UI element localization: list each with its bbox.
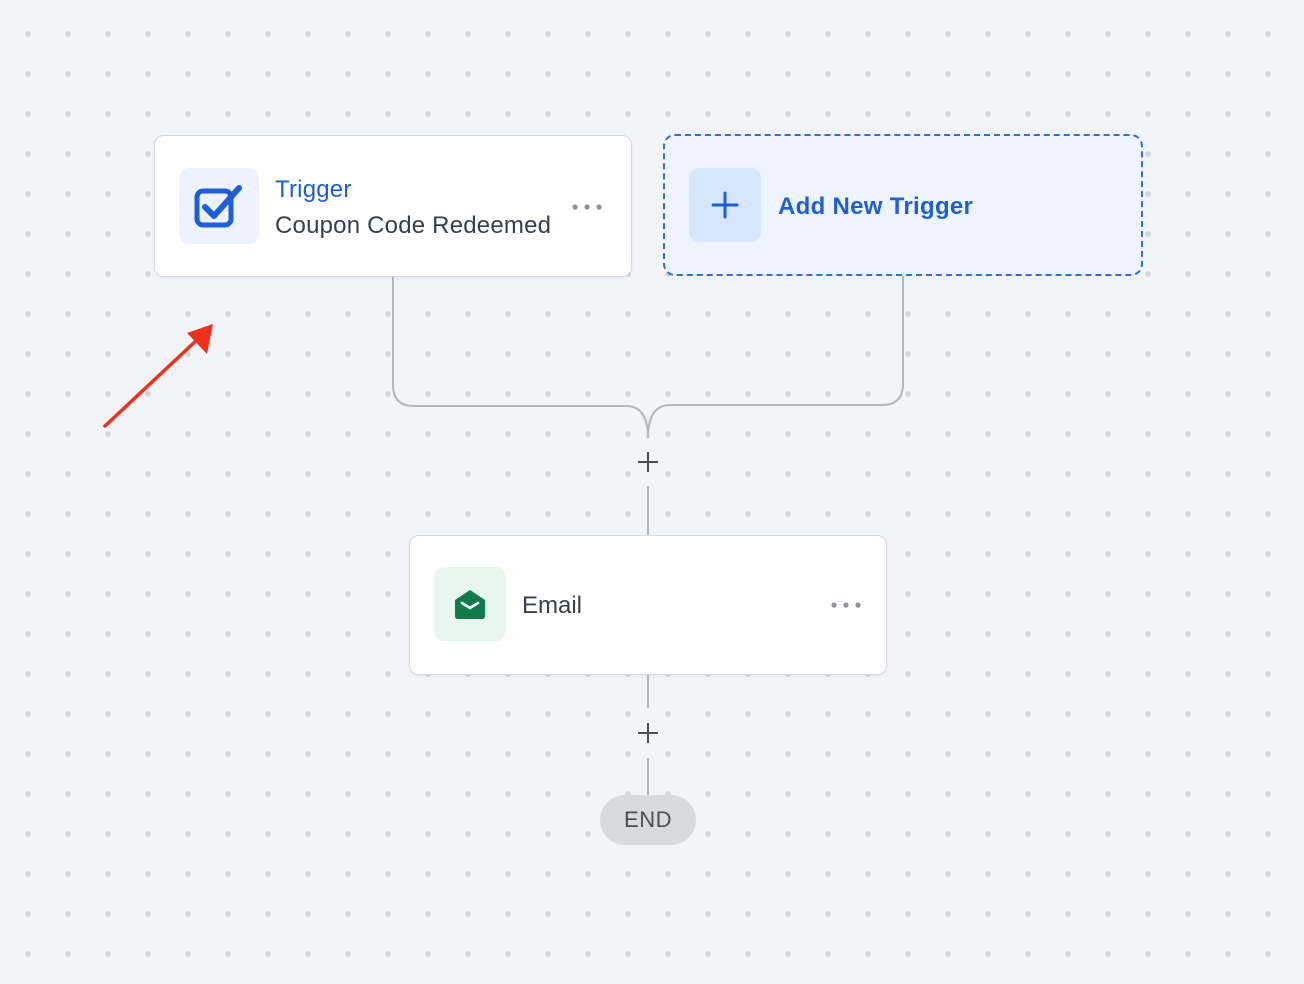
email-more-button[interactable] bbox=[826, 591, 866, 619]
add-step-button[interactable] bbox=[632, 446, 664, 478]
add-new-trigger-button[interactable]: Add New Trigger bbox=[663, 134, 1143, 276]
email-label: Email bbox=[522, 592, 583, 619]
plus-icon bbox=[638, 452, 658, 472]
more-horizontal-icon bbox=[572, 204, 602, 210]
trigger-subtitle: Coupon Code Redeemed bbox=[275, 212, 552, 239]
email-node[interactable]: Email bbox=[409, 535, 887, 675]
envelope-open-icon bbox=[434, 567, 506, 641]
checkbox-checked-icon bbox=[179, 168, 259, 244]
more-horizontal-icon bbox=[831, 602, 861, 608]
plus-icon bbox=[638, 723, 658, 743]
trigger-more-button[interactable] bbox=[567, 193, 607, 221]
plus-icon bbox=[689, 168, 761, 242]
trigger-node[interactable]: Trigger Coupon Code Redeemed bbox=[154, 135, 632, 277]
add-new-trigger-label: Add New Trigger bbox=[778, 193, 974, 220]
trigger-title: Trigger bbox=[275, 176, 352, 203]
add-step-button[interactable] bbox=[632, 717, 664, 749]
end-node: END bbox=[600, 795, 696, 845]
annotation-arrow-icon bbox=[103, 324, 213, 428]
